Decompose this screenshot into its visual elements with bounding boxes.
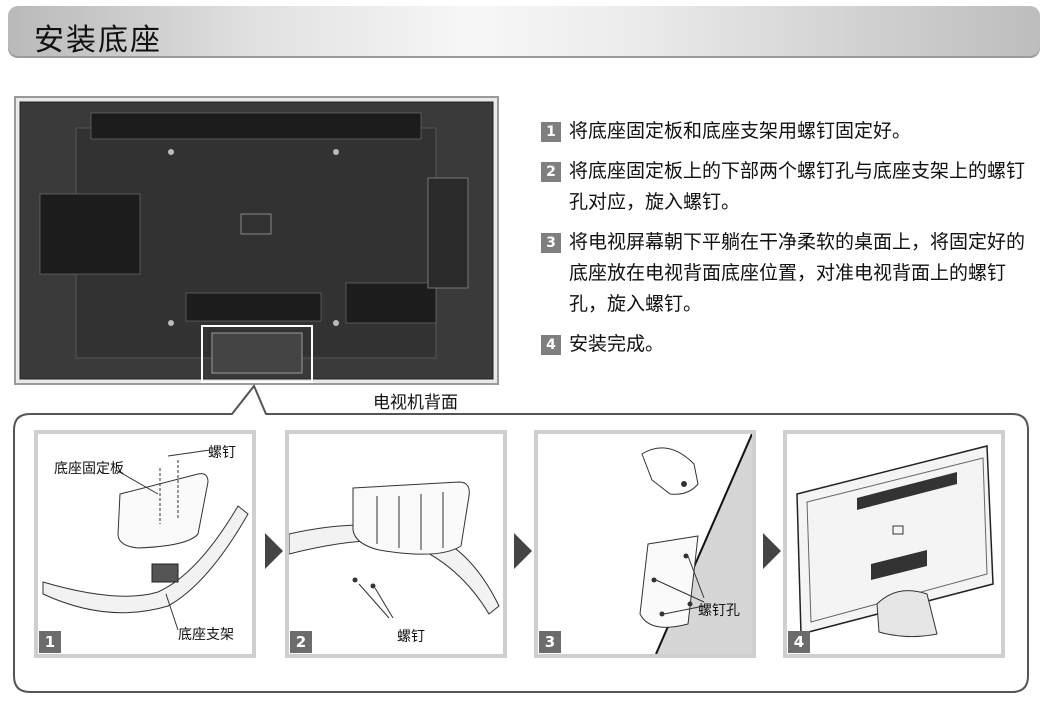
step-panel-4: 4 [783, 430, 1005, 658]
assembly-drawing [289, 481, 500, 619]
plate-label: 底座固定板 [54, 461, 124, 477]
next-arrow-icon [265, 533, 283, 569]
tv-back-label: 电视机背面 [373, 393, 458, 413]
step-panel-2: 螺钉 2 [285, 430, 507, 658]
step-number: 1 [541, 122, 561, 142]
step-panel-1: 底座固定板 螺钉 底座支架 1 [34, 430, 256, 658]
screw-label: 螺钉 [208, 445, 236, 461]
step-number: 3 [541, 233, 561, 253]
section-header: 安装底座 [8, 6, 1040, 58]
section-title: 安装底座 [34, 23, 162, 58]
panel-number: 4 [788, 631, 810, 653]
steps-list: 1 将底座固定板和底座支架用螺钉固定好。 2 将底座固定板上的下部两个螺钉孔与底… [541, 116, 1031, 369]
completed-tv-drawing [796, 445, 994, 638]
next-arrow-icon [514, 533, 532, 569]
step-number: 4 [541, 335, 561, 355]
panel-number: 2 [290, 631, 312, 653]
step-item: 4 安装完成。 [541, 329, 1031, 360]
tv-back-drawing [19, 101, 494, 383]
step-item: 1 将底座固定板和底座支架用螺钉固定好。 [541, 116, 1031, 147]
next-arrow-icon [763, 533, 781, 569]
mounting-drawing [639, 434, 752, 654]
step-text: 将电视屏幕朝下平躺在干净柔软的桌面上，将固定好的底座放在电视背面底座位置，对准电… [569, 231, 1026, 315]
step-text: 安装完成。 [569, 333, 665, 355]
step-item: 3 将电视屏幕朝下平躺在干净柔软的桌面上，将固定好的底座放在电视背面底座位置，对… [541, 227, 1031, 320]
panel-number: 3 [539, 631, 561, 653]
step-panel-3: 螺钉孔 3 [534, 430, 756, 658]
screw-hole-label: 螺钉孔 [698, 603, 740, 619]
step-text: 将底座固定板和底座支架用螺钉固定好。 [569, 120, 912, 142]
step-text: 将底座固定板上的下部两个螺钉孔与底座支架上的螺钉孔对应，旋入螺钉。 [569, 160, 1026, 213]
screw-label: 螺钉 [397, 629, 425, 645]
step-number: 2 [541, 162, 561, 182]
tv-back-illustration [14, 96, 499, 385]
stand-plate-drawing [42, 449, 249, 631]
stand-label: 底座支架 [178, 627, 234, 643]
step-item: 2 将底座固定板上的下部两个螺钉孔与底座支架上的螺钉孔对应，旋入螺钉。 [541, 156, 1031, 218]
panel-number: 1 [39, 631, 61, 653]
